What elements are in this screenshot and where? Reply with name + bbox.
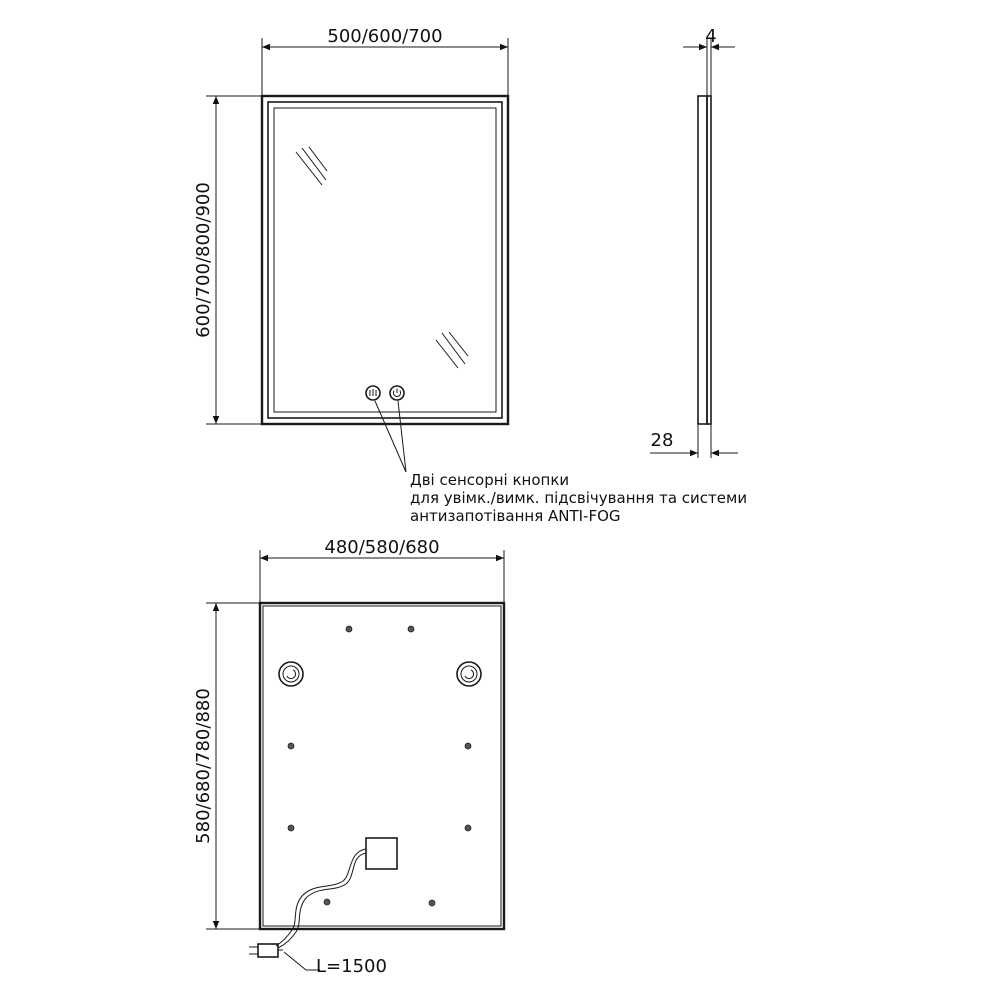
plug-icon (249, 943, 283, 958)
back-outer-frame (258, 601, 506, 931)
mounting-hole (464, 824, 472, 832)
callout-line-3: антизапотівання ANTI-FOG (410, 507, 621, 525)
side-top-dimension: 4 (683, 26, 735, 96)
callout-text: Дві сенсорні кнопки для увімк./вимк. під… (410, 471, 747, 525)
front-height-label: 600/700/800/900 (193, 182, 214, 338)
front-width-dimension: 500/600/700 (261, 26, 509, 96)
mirror-outer-frame (260, 94, 510, 426)
side-bottom-label: 28 (651, 430, 674, 451)
power-cable (275, 848, 367, 949)
front-width-label: 500/600/700 (327, 26, 442, 47)
mounting-hole (345, 625, 353, 633)
cable-length-label: L=1500 (316, 956, 387, 977)
front-height-dimension: 600/700/800/900 (193, 95, 262, 425)
back-width-dimension: 480/580/680 (259, 537, 505, 603)
back-view: L=1500 480/580/680 580/680/780/880 (193, 537, 506, 977)
power-icon (392, 388, 402, 397)
mounting-hole (323, 898, 331, 906)
wall-bracket-left (278, 661, 304, 687)
cable-length-callout: L=1500 (283, 951, 387, 977)
mounting-hole (464, 742, 472, 750)
back-width-label: 480/580/680 (324, 537, 439, 558)
side-view: 4 28 (650, 26, 738, 458)
mounting-hole (428, 899, 436, 907)
mounting-hole (407, 625, 415, 633)
led-strip-outer (267, 101, 503, 419)
back-inner-frame (262, 605, 502, 927)
wall-bracket-right (456, 661, 482, 687)
power-button[interactable] (389, 385, 405, 401)
reflection-marks-top (295, 146, 328, 186)
antifog-button[interactable] (365, 385, 381, 401)
callout-line-2: для увімк./вимк. підсвічування та систем… (410, 489, 747, 507)
mounting-hole (287, 824, 295, 832)
power-supply-box (365, 837, 398, 870)
side-body (697, 95, 708, 425)
side-top-label: 4 (705, 26, 716, 47)
mounting-holes (287, 625, 472, 907)
led-strip-inner (273, 107, 497, 413)
callout-leaders (374, 400, 407, 473)
antifog-icon (369, 389, 377, 396)
reflection-marks-bottom (435, 331, 469, 369)
callout-line-1: Дві сенсорні кнопки (410, 471, 569, 489)
mounting-hole (287, 742, 295, 750)
back-height-label: 580/680/780/880 (193, 688, 214, 844)
front-view: 500/600/700 600/700/800/900 Дві сенсорні… (193, 26, 747, 525)
back-height-dimension: 580/680/780/880 (193, 602, 260, 930)
side-bottom-dimension: 28 (650, 424, 738, 458)
